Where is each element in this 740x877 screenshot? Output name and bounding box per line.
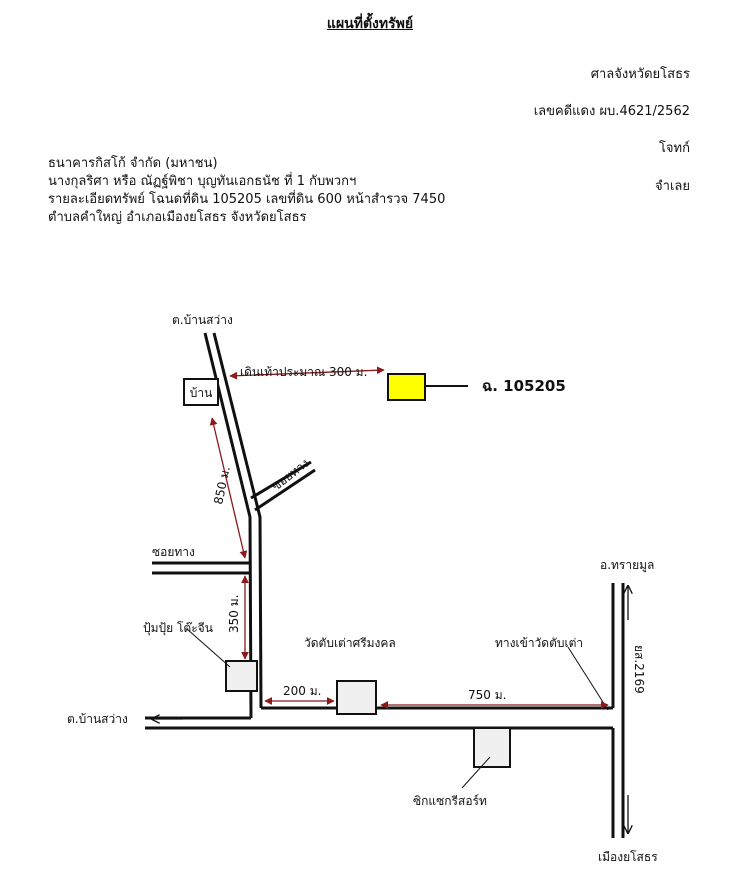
property-location: ตำบลคำใหญ่ อำเภอเมืองยโสธร จังหวัดยโสธร: [48, 210, 307, 225]
temple-entrance-label: ทางเข้าวัดตับเต่า: [495, 636, 583, 650]
top-road-label: ต.บ้านสว่าง: [172, 313, 233, 327]
shop-leader: [186, 628, 231, 668]
deed-label: ฉ. 105205: [482, 377, 566, 395]
arrow-850: [209, 417, 248, 559]
shop-label: ปุ้มปุ้ย โต๊ะจีน: [143, 621, 213, 636]
distance-350-label: 350 ม.: [227, 595, 241, 633]
yasothon-label: เมืองยโสธร: [598, 850, 658, 864]
defendant-label: จำเลย: [655, 179, 690, 194]
dimension-arrows: [209, 366, 609, 709]
court-name: ศาลจังหวัดยโสธร: [590, 67, 690, 82]
house-label: บ้าน: [190, 386, 213, 400]
sai-mun-label: อ.ทรายมูล: [600, 558, 654, 573]
roads: [145, 332, 625, 838]
store-building: [473, 727, 511, 768]
plaintiff-label: โจทก์: [658, 141, 690, 156]
case-number: เลขคดีแดง ผบ.4621/2562: [533, 104, 690, 119]
temple-label: วัดตับเต่าศรีมงคล: [304, 636, 396, 650]
temple-building: [336, 680, 377, 715]
distance-200-label: 200 ม.: [283, 684, 321, 698]
shop-building: [225, 660, 258, 692]
deed-parcel: [387, 373, 426, 401]
store-leader: [461, 756, 491, 789]
route-2169-label: ยส.2169: [632, 645, 646, 694]
north-road-right: [212, 332, 263, 709]
soi-diagonal-upper: [250, 460, 312, 500]
walk-distance-label: เดินเท้าประมาณ 300 ม.: [240, 365, 367, 379]
walk-distance-arrow: [229, 366, 385, 380]
soi-diagonal-lower: [254, 468, 316, 512]
direction-arrows: [152, 586, 628, 833]
distance-750-label: 750 ม.: [468, 688, 506, 702]
store-label: ซิกแซกรีสอร์ท: [413, 794, 487, 808]
entrance-leader: [567, 646, 609, 711]
distance-850-label: 850 ม.: [211, 465, 233, 506]
house-box: [183, 378, 219, 406]
left-road-label: ต.บ้านสว่าง: [67, 712, 128, 726]
defendant-name: นางกุลริศา หรือ ณัฏฐ์พิชา บุญทันเอกธนัช …: [48, 174, 357, 189]
page-title: แผนที่ตั้งทรัพย์: [326, 16, 414, 32]
soi-left-label: ซอยทาง: [152, 545, 195, 559]
property-detail: รายละเอียดทรัพย์ โฉนดที่ดิน 105205 เลขที…: [48, 192, 446, 207]
plaintiff-name: ธนาคารกิสโก้ จำกัด (มหาชน): [48, 156, 218, 171]
north-road-left: [203, 332, 253, 719]
